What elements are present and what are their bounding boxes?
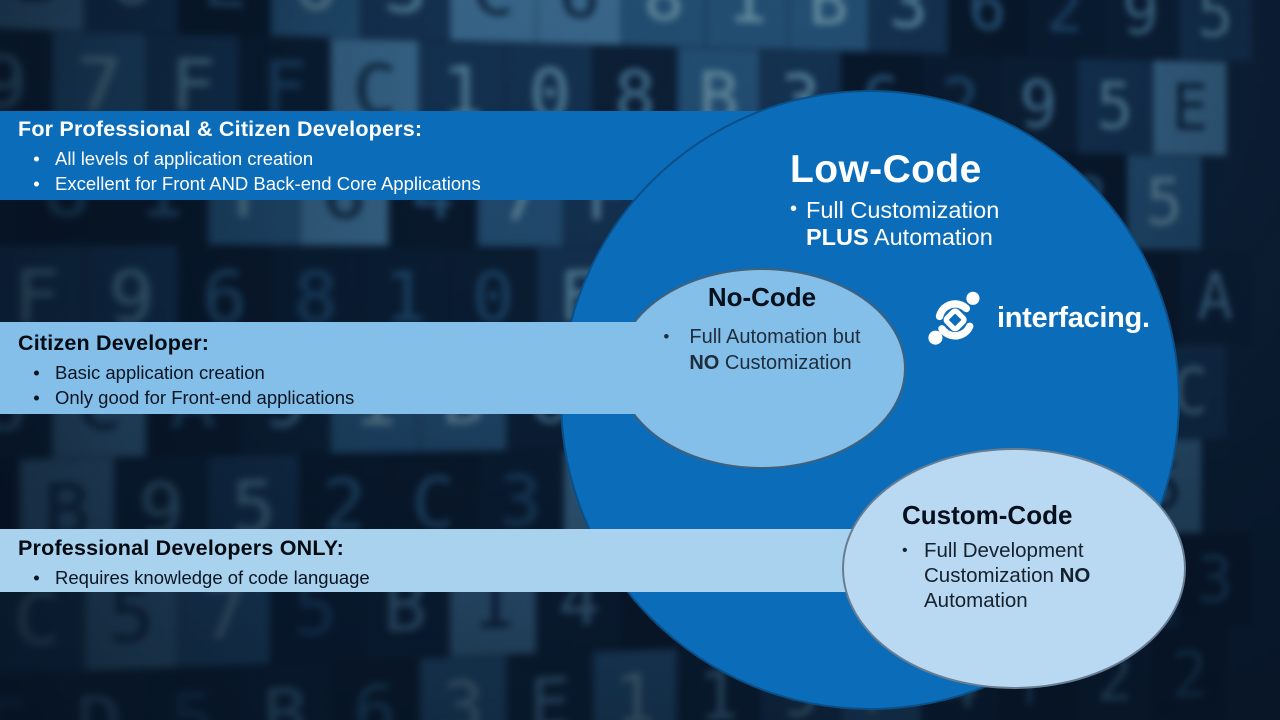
callout-bullet: Only good for Front-end applications xyxy=(18,385,700,410)
no-code-bullet: Full Automation but NO Customization xyxy=(632,324,892,376)
bullet-text: Basic application creation xyxy=(55,362,265,383)
callout-bullet: Basic application creation xyxy=(18,360,700,385)
interfacing-logo-text: interfacing. xyxy=(997,301,1150,334)
bullet-text-bold: PLUS xyxy=(806,224,869,250)
bullet-text: All levels of application creation xyxy=(55,148,314,169)
bullet-icon xyxy=(18,146,55,171)
custom-code-title: Custom-Code xyxy=(902,500,1073,530)
bullet-text-lines: Full Automation but NO Customization xyxy=(689,324,860,376)
callout-title: Professional Developers ONLY: xyxy=(18,536,345,560)
bullet-text: Automation xyxy=(868,224,993,250)
no-code-title: No-Code xyxy=(707,282,817,312)
bullet-text: Full Automation but xyxy=(689,326,861,348)
bullet-text-lines: Full Development Customization NO Automa… xyxy=(924,538,1090,613)
bullet-icon xyxy=(18,565,55,590)
bullet-icon xyxy=(18,360,55,385)
bullet-text: Full Development xyxy=(924,539,1084,562)
bullet-text: Automation xyxy=(924,589,1028,612)
callout-bullet: Requires knowledge of code language xyxy=(18,565,900,590)
callout-citizen-developer: Citizen Developer: Basic application cre… xyxy=(0,322,700,414)
bullet-text: Full Customization xyxy=(806,197,1000,223)
bullet-text: Only good for Front-end applications xyxy=(55,387,355,408)
interfacing-logo-icon xyxy=(928,291,980,345)
bullet-text: Customization xyxy=(719,352,852,374)
bullet-text: Requires knowledge of code language xyxy=(55,567,370,588)
bullet-icon xyxy=(902,538,924,613)
custom-code-bullet: Full Development Customization NO Automa… xyxy=(902,538,1090,613)
no-code-label: No-Code Full Automation but NO Customiza… xyxy=(632,282,892,376)
callout-bullet: Excellent for Front AND Back-end Core Ap… xyxy=(18,171,758,196)
bullet-icon xyxy=(18,171,55,196)
custom-code-label: Custom-Code Full Development Customizati… xyxy=(902,500,1090,613)
callout-professional-citizen-developers: For Professional & Citizen Developers: A… xyxy=(0,111,758,200)
custom-code-ellipse xyxy=(842,448,1186,689)
low-code-label: Low-Code Full Customization PLUS Automat… xyxy=(790,148,999,251)
bullet-icon xyxy=(790,196,797,223)
interfacing-logo: interfacing. xyxy=(926,288,1150,348)
bullet-text: Excellent for Front AND Back-end Core Ap… xyxy=(55,173,481,194)
callout-title: For Professional & Citizen Developers: xyxy=(18,117,423,141)
low-code-bullet: Full Customization PLUS Automation xyxy=(790,197,999,251)
callout-bullet: All levels of application creation xyxy=(18,146,758,171)
callout-title: Citizen Developer: xyxy=(18,331,210,355)
low-code-title: Low-Code xyxy=(790,148,982,191)
bullet-text-bold: NO xyxy=(689,352,720,374)
bullet-icon xyxy=(663,324,669,376)
bullet-icon xyxy=(18,385,55,410)
bullet-text: Customization xyxy=(924,564,1060,587)
bullet-text-bold: NO xyxy=(1059,564,1091,587)
callout-professional-developers-only: Professional Developers ONLY: Requires k… xyxy=(0,529,900,592)
